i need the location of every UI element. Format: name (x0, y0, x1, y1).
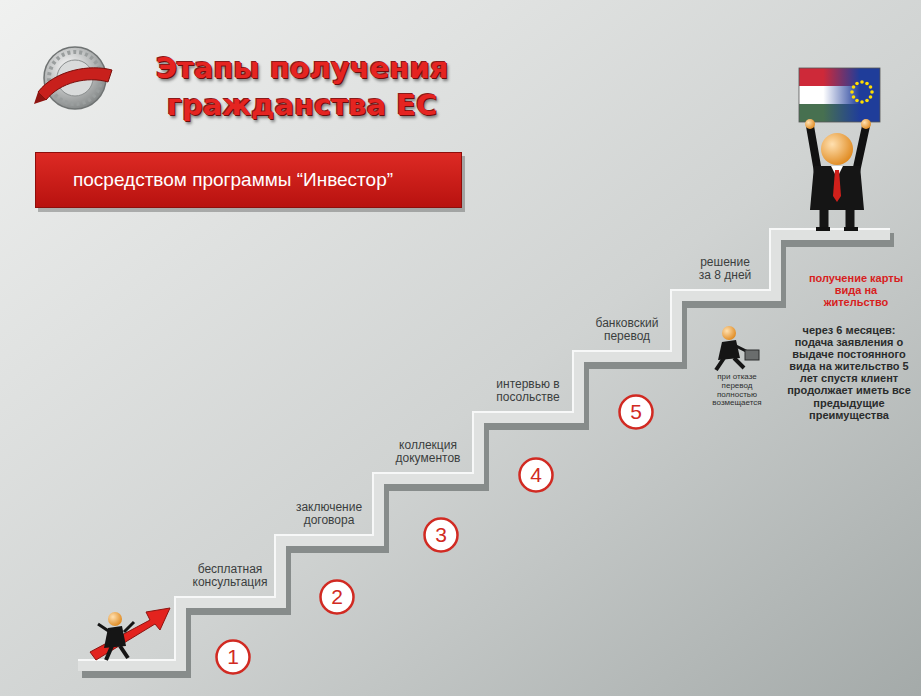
man-head (722, 326, 736, 340)
flag (799, 68, 880, 122)
step-label: заключение договора (286, 501, 372, 527)
man-head (108, 612, 122, 626)
flag-eu-blend (799, 68, 880, 122)
step-number: 3 (435, 523, 447, 547)
circle-shape (425, 519, 458, 552)
step-number: 5 (630, 400, 642, 424)
stair-highlight (78, 229, 890, 660)
step-number-circle: 2 (319, 579, 355, 615)
label-box: бесплатная консультация (187, 563, 273, 589)
man-arms (810, 126, 866, 172)
label-box: коллекция документов (385, 439, 471, 465)
label-box: при отказе перевод полностью возмещается (701, 373, 773, 408)
title-block: Этапы получения гражданства ЕС (132, 50, 472, 124)
band-text: посредством программы “Инвестор” (73, 169, 393, 191)
man-tie (833, 170, 841, 202)
step-number-circle: 4 (518, 457, 554, 493)
man-legs (824, 208, 850, 228)
step-number: 2 (331, 585, 343, 609)
step-number-circle: 5 (618, 394, 654, 430)
stair-steps (78, 234, 890, 665)
step-label: интервью в посольстве (485, 378, 571, 404)
man-hand (861, 119, 871, 129)
flag-border (799, 68, 880, 122)
eu-stars (850, 80, 874, 104)
step-label: решение за 8 дней (693, 256, 757, 282)
step-label: банковский перевод (584, 317, 670, 343)
growth-arrow (90, 608, 170, 660)
logo-ribbon-end (34, 92, 46, 104)
circle-shape (217, 641, 250, 674)
note-text: через 6 месяцев: подача заявления о выда… (784, 324, 914, 421)
man-hand (805, 119, 815, 129)
man-with-flag (805, 119, 871, 229)
staircase (78, 229, 894, 671)
man-head (821, 133, 853, 165)
step-number: 4 (530, 463, 542, 487)
circle-shape (620, 396, 653, 429)
label-box: через 6 месяцев: подача заявления о выда… (784, 324, 914, 421)
label-box: банковский перевод (584, 317, 670, 343)
man-legs (716, 358, 744, 370)
program-band: посредством программы “Инвестор” (35, 152, 462, 208)
label-box: решение за 8 дней (693, 256, 757, 282)
man-body (718, 340, 740, 360)
climbing-man (90, 608, 170, 660)
label-box: заключение договора (286, 501, 372, 527)
step-number: 1 (227, 645, 239, 669)
man-shoes (816, 227, 858, 231)
step-number-circle: 3 (423, 517, 459, 553)
note-text: при отказе перевод полностью возмещается (701, 373, 773, 408)
circle-shape (321, 581, 354, 614)
man-legs (106, 646, 128, 660)
diagram-title: Этапы получения гражданства ЕС (132, 50, 472, 124)
step-label: коллекция документов (385, 439, 471, 465)
step-label: бесплатная консультация (187, 563, 273, 589)
logo (34, 47, 112, 109)
note-text: получение карты вида на жительство (808, 272, 904, 308)
label-box: интервью в посольстве (485, 378, 571, 404)
circle-shape (520, 459, 553, 492)
briefcase (745, 350, 759, 360)
label-box: получение карты вида на жительство (808, 272, 904, 308)
walking-man (716, 326, 759, 370)
logo-ribbon (38, 68, 112, 100)
man-jacket (810, 166, 864, 210)
step-number-circle: 1 (215, 639, 251, 675)
